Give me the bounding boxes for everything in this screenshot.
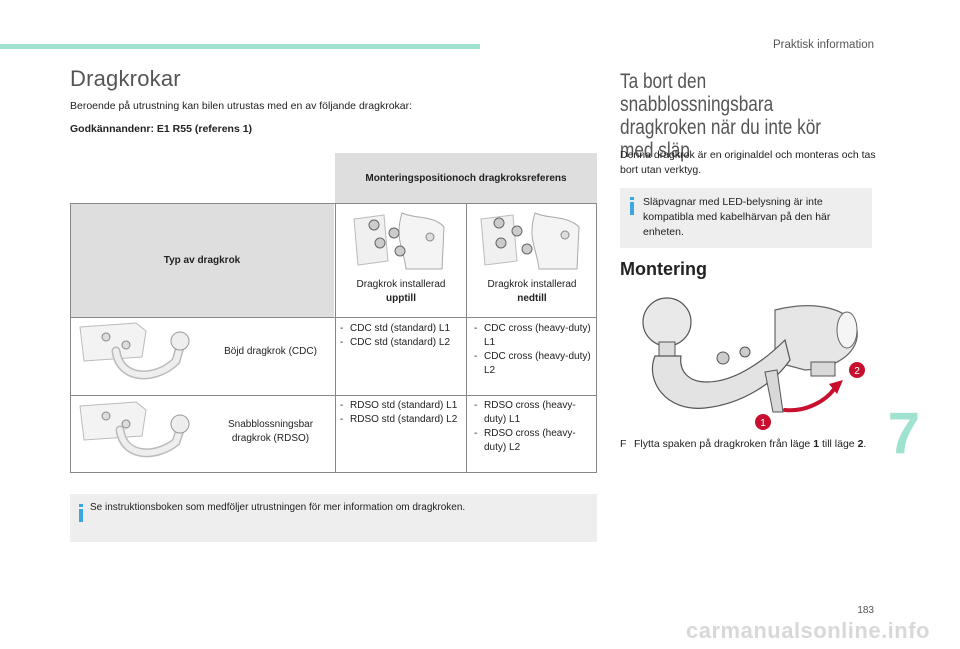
row-label-cdc: Böjd dragkrok (CDC): [224, 346, 317, 357]
pos-lower-line2: nedtill: [517, 293, 547, 304]
grid-line: [70, 472, 597, 473]
mounting-title: Montering: [620, 259, 707, 279]
towbar-lower-image: [475, 209, 589, 271]
watermark: carmanualsonline.info: [686, 618, 930, 643]
table-header: Monteringspositionoch dragkroksreferens: [335, 153, 597, 203]
list-item: CDC cross (heavy-duty) L2: [474, 350, 592, 378]
type-header: Typ av dragkrok: [70, 204, 334, 317]
list-item: RDSO std (standard) L1: [340, 399, 462, 413]
step-instruction: F Flytta spaken på dragkroken från läge 1…: [620, 437, 880, 452]
info-icon: [630, 197, 634, 215]
pos-lower-cell: Dragkrok installerad nedtill: [467, 204, 597, 317]
pos-lower-caption: Dragkrok installerad nedtill: [467, 278, 597, 306]
rdso-towbar-image: [79, 401, 190, 458]
step-arrow-icon: F: [620, 438, 627, 450]
towbar-illustration: 2 1: [642, 297, 865, 430]
grid-line: [335, 203, 336, 473]
badge-1-label: 1: [760, 418, 766, 429]
removal-title: Ta bort den snabblossningsbara dragkroke…: [620, 70, 822, 162]
pos-upper-line1: Dragkrok installerad: [356, 279, 446, 290]
table-header-text: Monteringspositionoch dragkroksreferens: [365, 172, 567, 184]
badge-2-label: 2: [854, 366, 860, 377]
rotation-arrow: [783, 386, 837, 413]
page-title: Dragkrokar: [70, 66, 181, 91]
step-text-1: Flytta spaken på dragkroken från läge: [634, 438, 814, 450]
pos-upper-line2: upptill: [386, 293, 416, 304]
approval-number: Godkännandenr: E1 R55 (referens 1): [70, 123, 253, 135]
towbar-table: Monteringspositionoch dragkroksreferens …: [70, 153, 597, 473]
info-icon: [79, 504, 83, 522]
step-text-3: .: [863, 438, 867, 450]
pos-lower-line1: Dragkrok installerad: [487, 279, 577, 290]
chapter-number: 7: [887, 401, 920, 466]
badge-2: [849, 362, 865, 378]
info-box-left: Se instruktionsboken som medföljer utrus…: [70, 494, 597, 542]
top-accent-bar: [0, 44, 480, 49]
grid-line: [596, 203, 597, 473]
pos-upper-caption: Dragkrok installerad upptill: [336, 278, 466, 306]
grid-line: [70, 203, 71, 473]
removal-desc: Denna dragkrok är en originaldel och mon…: [620, 149, 876, 176]
cdc-lower-list: CDC cross (heavy-duty) L1 CDC cross (hea…: [474, 322, 592, 378]
grid-line: [466, 203, 467, 473]
info-box-right: Släpvagnar med LED-belysning är inte kom…: [620, 188, 872, 248]
grid-line: [70, 203, 597, 204]
grid-line: [70, 317, 597, 318]
step-text-2: till läge: [819, 438, 858, 450]
info-text-left: Se instruktionsboken som medföljer utrus…: [90, 502, 466, 513]
rdso-upper-list: RDSO std (standard) L1 RDSO std (standar…: [340, 399, 462, 427]
badge-1: [755, 414, 771, 430]
list-item: CDC cross (heavy-duty) L1: [474, 322, 592, 350]
step-pos-1: 1: [813, 438, 820, 450]
cdc-towbar-image: [79, 322, 190, 380]
section-label: Praktisk information: [773, 39, 874, 51]
grid-line: [70, 395, 597, 396]
list-item: RDSO cross (heavy-duty) L2: [474, 427, 592, 455]
list-item: RDSO cross (heavy-duty) L1: [474, 399, 592, 427]
cdc-upper-list: CDC std (standard) L1 CDC std (standard)…: [340, 322, 462, 350]
list-item: RDSO std (standard) L2: [340, 413, 462, 427]
pos-upper-cell: Dragkrok installerad upptill: [336, 204, 466, 317]
info-text-right: Släpvagnar med LED-belysning är inte kom…: [643, 196, 831, 238]
rdso-lower-list: RDSO cross (heavy-duty) L1 RDSO cross (h…: [474, 399, 592, 455]
towbar-upper-image: [344, 209, 458, 271]
page-number: 183: [857, 605, 874, 616]
row-label-rdso: Snabblossningsbar dragkrok (RDSO): [227, 419, 314, 444]
step-pos-2: 2: [857, 438, 864, 450]
intro-text: Beroende på utrustning kan bilen utrusta…: [70, 100, 413, 112]
list-item: CDC std (standard) L1: [340, 322, 462, 336]
list-item: CDC std (standard) L2: [340, 336, 462, 350]
